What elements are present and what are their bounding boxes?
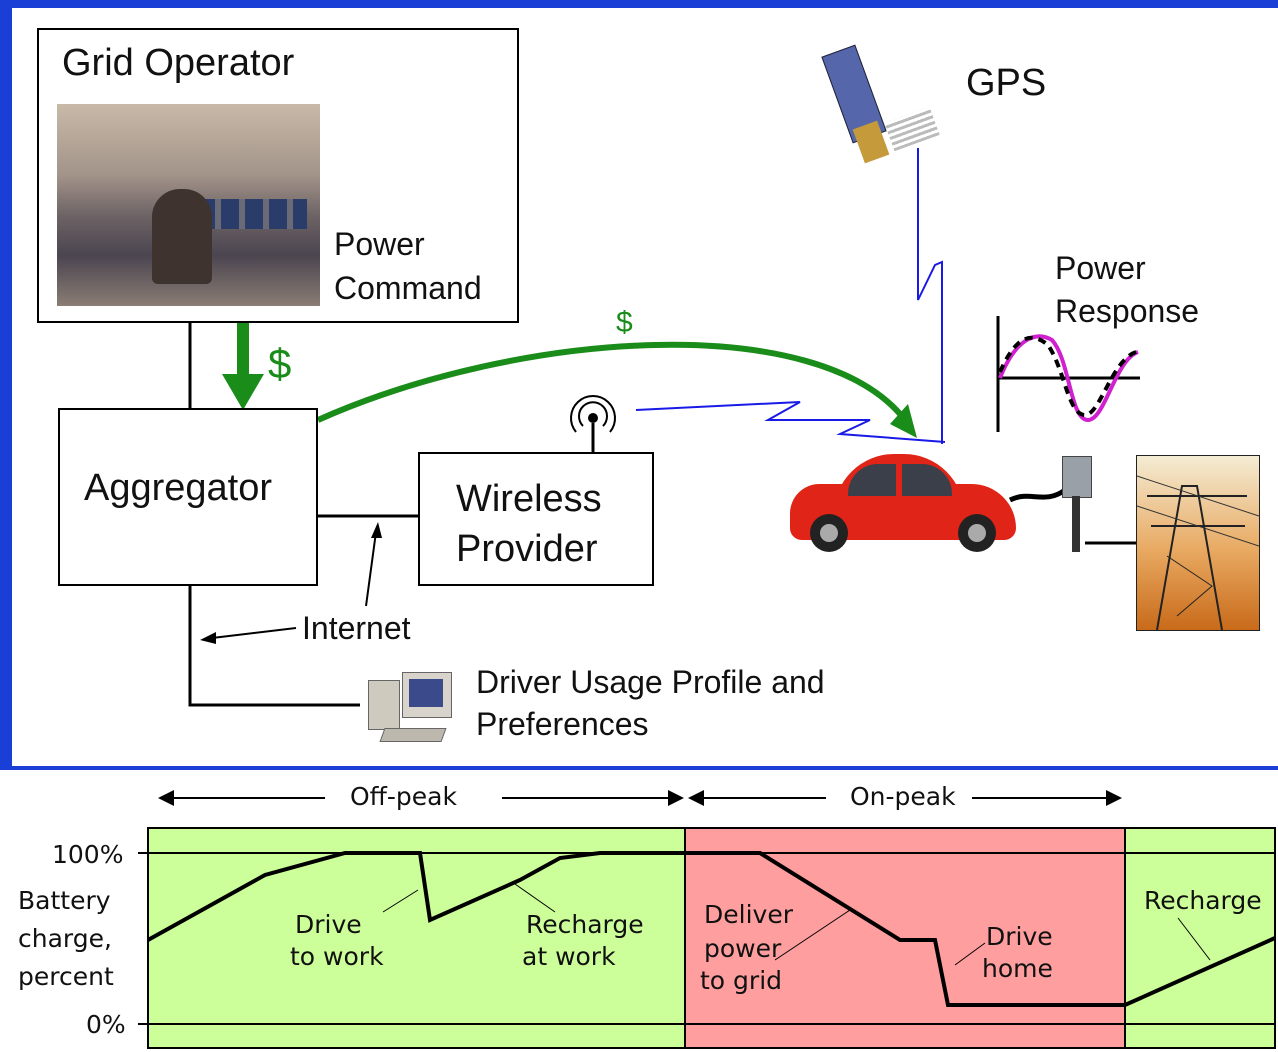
y-tick-100: 100% bbox=[52, 840, 124, 869]
annotation-drive-home-2: home bbox=[982, 954, 1053, 983]
annotation-deliver-3: to grid bbox=[700, 966, 783, 995]
annotation-recharge: Recharge bbox=[1144, 886, 1262, 915]
wireless-provider-line2: Provider bbox=[456, 528, 598, 570]
wireless-provider-line1: Wireless bbox=[456, 478, 602, 520]
monitor-row bbox=[197, 199, 307, 229]
aggregator-label: Aggregator bbox=[84, 467, 273, 509]
computer-icon bbox=[368, 672, 454, 744]
y-tick-0: 0% bbox=[86, 1010, 126, 1039]
grid-operator-title: Grid Operator bbox=[62, 42, 295, 84]
wireless-provider-box bbox=[418, 452, 654, 586]
internet-label: Internet bbox=[302, 610, 411, 646]
annotation-deliver-1: Deliver bbox=[704, 900, 793, 929]
driver-profile-line2: Preferences bbox=[476, 706, 649, 742]
transmission-tower-photo bbox=[1136, 455, 1260, 631]
dollar-small-label: $ bbox=[616, 306, 633, 339]
operator-figure bbox=[152, 189, 212, 284]
power-response-line1: Power bbox=[1055, 250, 1146, 286]
y-axis-label-2: charge, bbox=[18, 924, 112, 953]
dollar-large-label: $ bbox=[268, 340, 292, 387]
gps-label: GPS bbox=[966, 62, 1047, 104]
period-onpeak-label: On-peak bbox=[850, 782, 956, 811]
electric-car-icon bbox=[782, 446, 1018, 552]
charging-station-icon bbox=[1058, 456, 1092, 556]
annotation-drive-home-1: Drive bbox=[986, 922, 1053, 951]
offpeak-region bbox=[147, 827, 686, 1049]
y-axis-label-1: Battery bbox=[18, 886, 111, 915]
power-command-line2: Command bbox=[334, 270, 482, 306]
battery-charge-line bbox=[147, 851, 1276, 1007]
period-offpeak-label: Off-peak bbox=[350, 782, 457, 811]
control-room-photo bbox=[57, 104, 320, 306]
power-response-line2: Response bbox=[1055, 293, 1200, 329]
power-command-line1: Power bbox=[334, 226, 425, 262]
annotation-deliver-2: power bbox=[704, 934, 782, 963]
aggregator-box bbox=[58, 408, 318, 586]
annotation-recharge-at-work-1: Recharge bbox=[526, 910, 644, 939]
driver-profile-line1: Driver Usage Profile and bbox=[476, 664, 825, 700]
offpeak-region-2 bbox=[1124, 827, 1276, 1049]
annotation-recharge-at-work-2: at work bbox=[522, 942, 616, 971]
annotation-drive-to-work-2: to work bbox=[290, 942, 384, 971]
annotation-drive-to-work-1: Drive bbox=[295, 910, 362, 939]
y-axis-label-3: percent bbox=[18, 962, 114, 991]
